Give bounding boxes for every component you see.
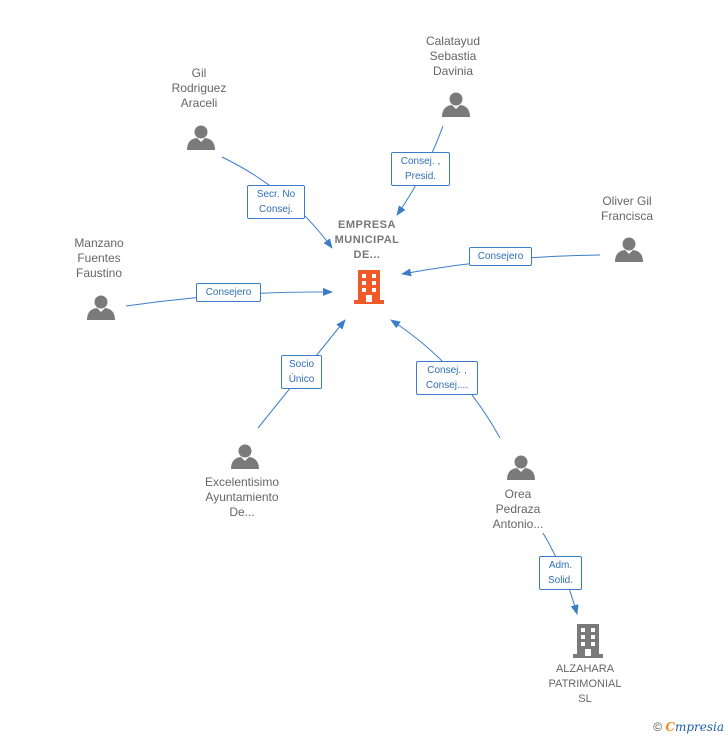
person-label-calatayud[interactable]: Calatayud Sebastia Davinia (425, 34, 481, 78)
edge-label-orea[interactable]: Consej. , Consej.... (416, 361, 478, 395)
center-building-icon[interactable] (354, 270, 384, 304)
edge-label-manzano[interactable]: Consejero (196, 283, 261, 302)
center-company-label[interactable]: EMPRESA MUNICIPAL DE... (334, 219, 400, 261)
person-icon[interactable] (507, 455, 535, 481)
edge-label-gil[interactable]: Secr. No Consej. (247, 185, 305, 219)
person-icon[interactable] (187, 125, 215, 151)
person-label-gil[interactable]: Gil Rodriguez Araceli (171, 66, 227, 110)
person-label-oliver[interactable]: Oliver Gil Francisca (600, 194, 653, 223)
company-label-alzahara[interactable]: ALZAHARA PATRIMONIAL SL (548, 663, 622, 705)
person-label-manzano[interactable]: Manzano Fuentes Faustino (74, 236, 124, 280)
edge-label-oliver[interactable]: Consejero (469, 247, 532, 266)
edge-label-calatayud[interactable]: Consej. , Presid. (391, 152, 450, 186)
copyright-icon: © (653, 720, 663, 734)
company-building-icon[interactable] (573, 624, 603, 658)
person-icon[interactable] (87, 295, 115, 321)
person-icon[interactable] (615, 237, 643, 263)
footer-brand: © Cmpresia (653, 720, 724, 734)
person-label-orea[interactable]: Orea Pedraza Antonio... (492, 487, 544, 531)
edge-label-ayuntamiento[interactable]: Socio Único (281, 355, 322, 389)
person-icon[interactable] (231, 444, 259, 470)
person-icon[interactable] (442, 92, 470, 118)
brand-logo: Cmpresia (665, 720, 724, 734)
person-label-ayuntamiento[interactable]: Excelentisimo Ayuntamiento De... (204, 475, 280, 519)
edge-label-alzahara[interactable]: Adm. Solid. (539, 556, 582, 590)
